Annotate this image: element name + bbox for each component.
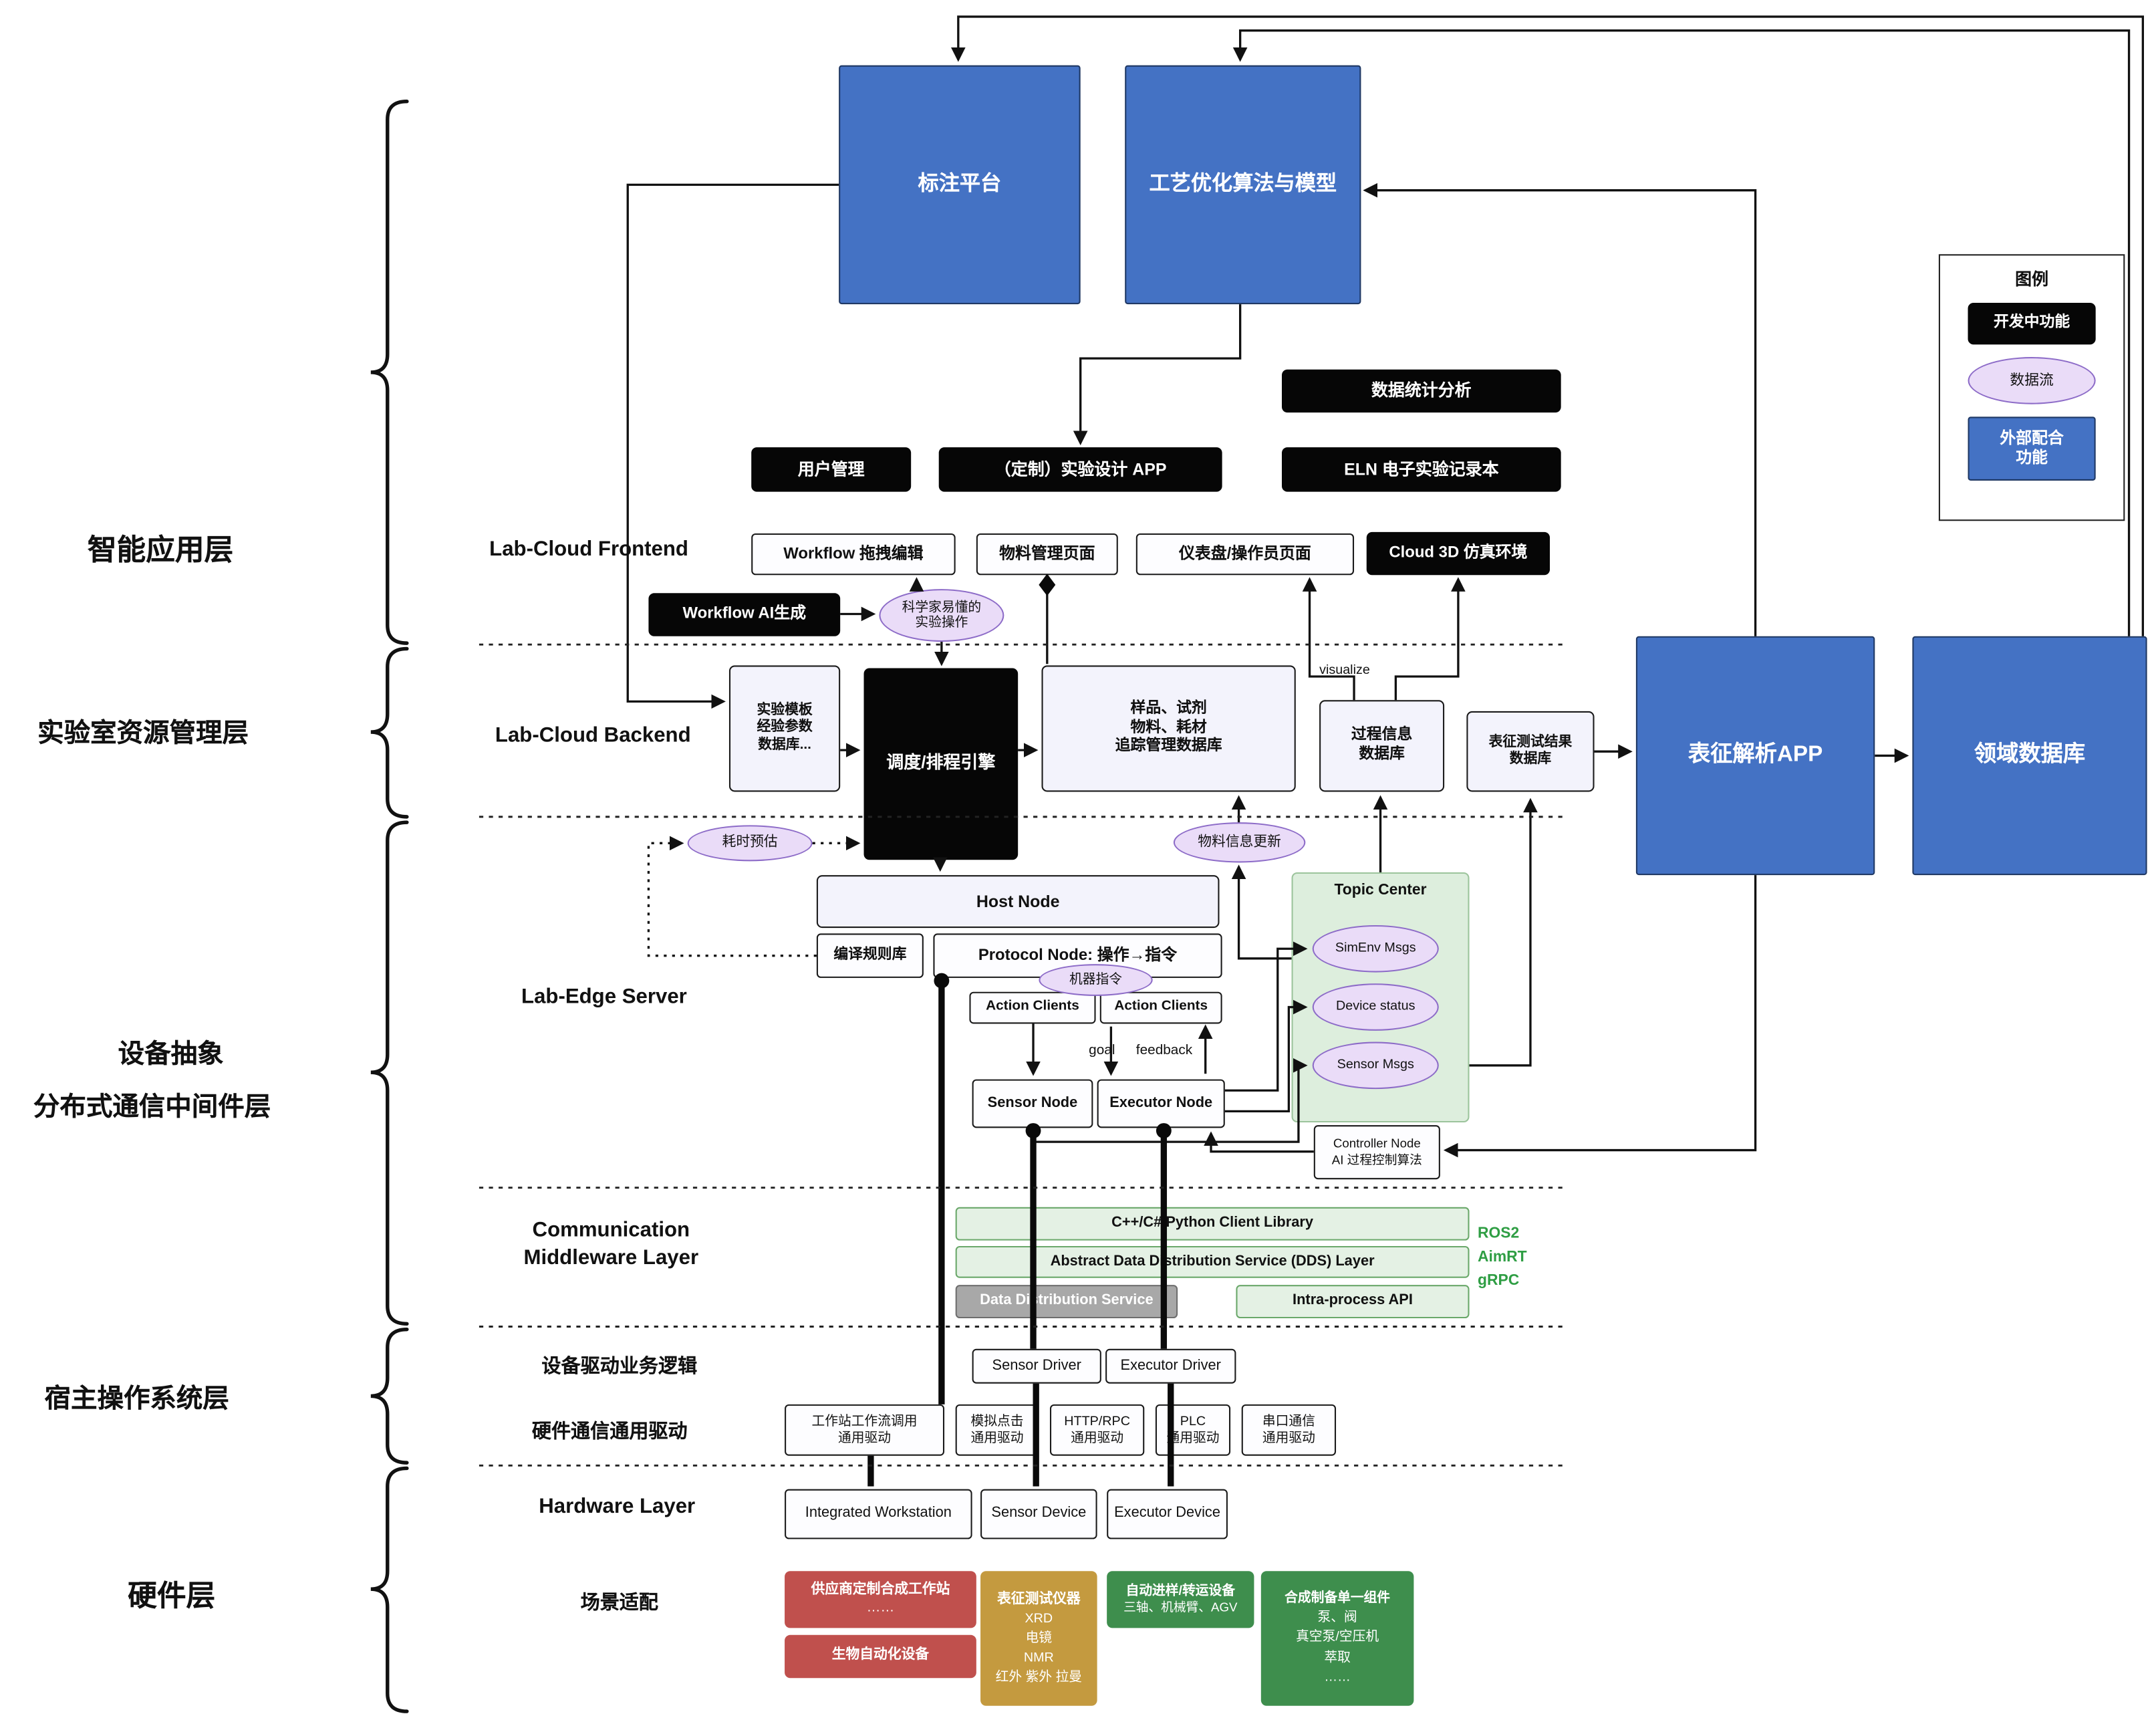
char-analysis-app-box: 表征解析APP	[1635, 636, 1875, 876]
executor-driver-box: Executor Driver	[1105, 1348, 1236, 1384]
vendor-workstation-box: 供应商定制合成工作站 ……	[785, 1571, 976, 1628]
component-title: 合成制备单一组件	[1285, 1590, 1391, 1606]
sensor-driver-box: Sensor Driver	[972, 1348, 1101, 1384]
scene-adapt-label: 场景适配	[580, 1590, 658, 1613]
http-driver-box: HTTP/RPC 通用驱动	[1049, 1404, 1145, 1456]
vendor-workstation-title: 供应商定制合成工作站	[811, 1582, 950, 1598]
action-clients-1-box: Action Clients	[969, 991, 1096, 1024]
char-result-db-box: 表征测试结果 数据库	[1466, 711, 1595, 792]
visualize-label: visualize	[1319, 662, 1370, 679]
dds-box: Data Distribution Service	[955, 1285, 1178, 1319]
workflow-edit-box: Workflow 拖拽编辑	[751, 533, 956, 576]
executor-node-box: Executor Node	[1097, 1079, 1225, 1128]
char-instrument-body: XRD 电镜 NMR 红外 紫外 拉曼	[995, 1610, 1083, 1686]
process-info-db-box: 过程信息 数据库	[1319, 700, 1445, 792]
aimrt-label: AimRT	[1477, 1249, 1527, 1266]
dds-abstract-box: Abstract Data Distribution Service (DDS)…	[955, 1245, 1470, 1278]
driver-logic-label: 设备驱动业务逻辑	[541, 1354, 698, 1377]
intra-process-api-box: Intra-process API	[1236, 1285, 1470, 1319]
edge-section-label: Lab-Edge Server	[521, 985, 687, 1009]
dashboard-page-box: 仪表盘/操作员页面	[1135, 533, 1355, 576]
compile-rules-box: 编译规则库	[816, 933, 924, 978]
sample-tracking-db-box: 样品、试剂 物料、耗材 追踪管理数据库	[1041, 665, 1296, 792]
sci-ops-ellipse: 科学家易懂的 实验操作	[879, 589, 1004, 642]
simenv-msgs-ellipse: SimEnv Msgs	[1312, 925, 1439, 973]
comm-section-label: Communication Middleware Layer	[523, 1218, 699, 1269]
hw-driver-label: 硬件通信通用驱动	[531, 1419, 688, 1442]
transfer-device-box: 自动进样/转运设备 三轴、机械臂、AGV	[1107, 1571, 1254, 1628]
hardware-section-label: Hardware Layer	[539, 1494, 696, 1519]
layer-label-device-abstraction: 设备抽象	[118, 1040, 224, 1070]
backend-section-label: Lab-Cloud Backend	[495, 723, 691, 747]
custom-design-app-box: （定制）实验设计 APP	[938, 447, 1222, 492]
workflow-ai-box: Workflow AI生成	[648, 593, 841, 636]
sensor-msgs-ellipse: Sensor Msgs	[1312, 1041, 1439, 1090]
eln-box: ELN 电子实验记录本	[1281, 447, 1561, 492]
frontend-section-label: Lab-Cloud Frontend	[489, 537, 688, 562]
action-clients-2-box: Action Clients	[1099, 991, 1222, 1024]
layer-label-app: 智能应用层	[87, 535, 234, 567]
layer-label-resource: 实验室资源管理层	[37, 719, 249, 749]
device-status-ellipse: Device status	[1312, 983, 1439, 1031]
host-node-box: Host Node	[816, 875, 1220, 929]
time-estimate-ellipse: 耗时预估	[687, 825, 813, 862]
feedback-label: feedback	[1135, 1043, 1193, 1059]
integrated-workstation-box: Integrated Workstation	[785, 1489, 972, 1540]
ros2-label: ROS2	[1477, 1225, 1520, 1242]
goal-label: goal	[1089, 1043, 1115, 1059]
material-page-box: 物料管理页面	[976, 533, 1118, 576]
bio-automation-box: 生物自动化设备	[785, 1634, 976, 1679]
data-stats-box: 数据统计分析	[1281, 369, 1561, 413]
char-instrument-title: 表征测试仪器	[997, 1591, 1081, 1607]
grpc-label: gRPC	[1477, 1272, 1520, 1289]
template-db-box: 实验模板 经验参数 数据库...	[728, 665, 841, 792]
user-mgmt-box: 用户管理	[751, 447, 912, 492]
sensor-device-box: Sensor Device	[980, 1489, 1097, 1540]
topic-center-title: Topic Center	[1334, 882, 1427, 899]
plc-driver-box: PLC 通用驱动	[1155, 1404, 1231, 1456]
transfer-device-body: 三轴、机械臂、AGV	[1123, 1600, 1238, 1614]
legend-title: 图例	[2015, 269, 2049, 289]
transfer-device-title: 自动进样/转运设备	[1125, 1583, 1235, 1599]
component-box: 合成制备单一组件 泵、阀 真空泵/空压机 萃取 ……	[1260, 1571, 1414, 1706]
executor-device-box: Executor Device	[1107, 1489, 1228, 1540]
material-update-ellipse: 物料信息更新	[1173, 822, 1306, 863]
scheduler-engine-box: 调度/排程引擎	[863, 668, 1019, 860]
sensor-node-box: Sensor Node	[972, 1079, 1093, 1128]
machine-cmd-ellipse: 机器指令	[1039, 964, 1153, 996]
click-driver-box: 模拟点击 通用驱动	[955, 1404, 1039, 1456]
workstation-driver-box: 工作站工作流调用 通用驱动	[785, 1404, 945, 1456]
layer-braces	[370, 99, 409, 1713]
char-instrument-box: 表征测试仪器 XRD 电镜 NMR 红外 紫外 拉曼	[980, 1571, 1097, 1706]
layer-label-middleware: 分布式通信中间件层	[33, 1093, 271, 1123]
layer-label-host-os: 宿主操作系统层	[44, 1384, 229, 1415]
legend-dataflow-item: 数据流	[1968, 357, 2096, 404]
layer-label-hardware: 硬件层	[128, 1580, 216, 1613]
cloud3d-box: Cloud 3D 仿真环境	[1366, 531, 1551, 576]
legend-external-item: 外部配合 功能	[1968, 416, 2096, 481]
vendor-workstation-body: ……	[866, 1599, 895, 1615]
legend: 图例 开发中功能 数据流 外部配合 功能	[1938, 254, 2125, 521]
client-library-box: C++/C#/Python Client Library	[955, 1207, 1470, 1241]
process-optimization-box: 工艺优化算法与模型	[1125, 65, 1361, 305]
annotation-platform-box: 标注平台	[839, 65, 1081, 305]
serial-driver-box: 串口通信 通用驱动	[1241, 1404, 1337, 1456]
middleware-stack-list: ROS2 AimRT gRPC	[1478, 1223, 1527, 1294]
legend-dev-item: 开发中功能	[1968, 303, 2096, 345]
component-body: 泵、阀 真空泵/空压机 萃取 ……	[1296, 1610, 1379, 1685]
domain-db-box: 领域数据库	[1912, 636, 2147, 876]
controller-node-box: Controller Node AI 过程控制算法	[1313, 1125, 1440, 1180]
